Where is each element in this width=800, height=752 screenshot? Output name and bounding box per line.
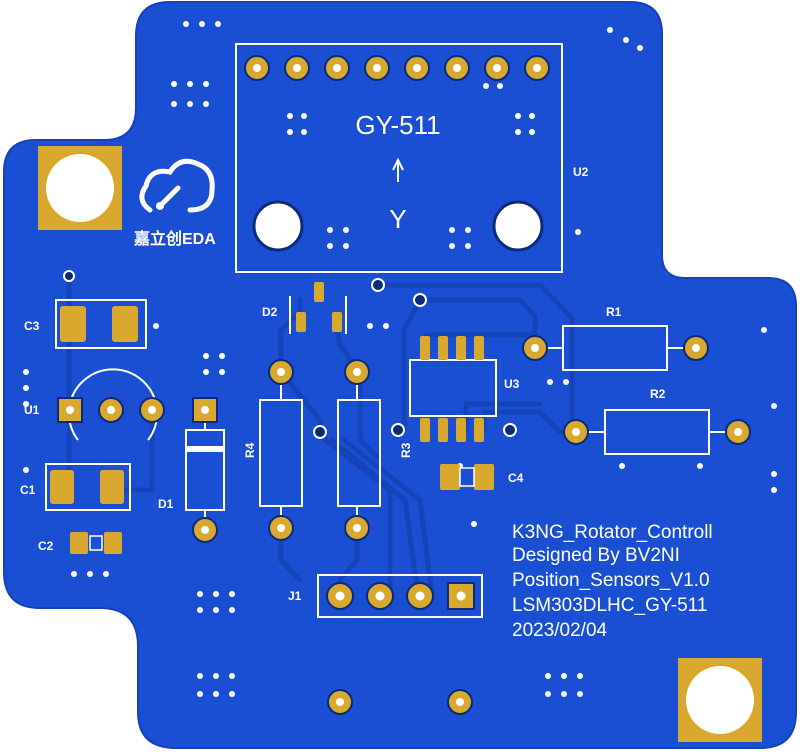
designator-d1: D1 — [158, 497, 174, 511]
designator-d2: D2 — [262, 305, 278, 319]
designator-u1: U1 — [24, 403, 40, 417]
board-info-text: K3NG_Rotator_Controll Designed By BV2NI … — [512, 522, 713, 641]
info-line-5: 2023/02/04 — [512, 620, 608, 641]
designator-u3: U3 — [504, 377, 520, 391]
mounting-hole-bottom-right — [678, 658, 762, 742]
designator-r2: R2 — [650, 387, 666, 401]
mounting-hole-top-left — [38, 146, 122, 230]
resistor-r2 — [563, 409, 751, 455]
capacitor-c4 — [440, 464, 494, 490]
diode-d1 — [185, 397, 225, 543]
designator-r4: R4 — [243, 442, 257, 458]
diode-d2 — [289, 282, 347, 334]
resistor-r4 — [259, 359, 303, 541]
capacitor-c3 — [55, 299, 147, 349]
designator-c3: C3 — [24, 319, 40, 333]
gy511-module-footprint: GY-511 Y — [235, 43, 563, 273]
logo-text: 嘉立创EDA — [133, 229, 216, 248]
designator-c4: C4 — [508, 471, 524, 485]
vias — [63, 270, 517, 439]
axis-label: Y — [389, 204, 406, 234]
info-line-2: Designed By BV2NI — [512, 545, 680, 566]
resistor-r3 — [337, 359, 381, 541]
board-outline — [3, 1, 797, 749]
connector-j1 — [317, 574, 483, 618]
capacitor-c1 — [45, 463, 131, 511]
info-line-4: LSM303DLHC_GY-511 — [512, 595, 707, 616]
regulator-u1 — [57, 368, 165, 441]
designator-r1: R1 — [606, 305, 622, 319]
capacitor-c2 — [70, 532, 122, 554]
designator-r3: R3 — [399, 442, 413, 458]
designator-c1: C1 — [20, 483, 36, 497]
cloud-eda-icon — [139, 158, 215, 213]
module-name: GY-511 — [355, 110, 440, 140]
info-line-3: Position_Sensors_V1.0 — [512, 570, 710, 591]
bottom-pads — [327, 689, 473, 715]
resistor-r1 — [522, 325, 709, 371]
arrow-up-icon — [392, 157, 404, 182]
designator-j1: J1 — [288, 589, 302, 603]
ic-u3 — [409, 336, 497, 442]
designator-c2: C2 — [38, 539, 54, 553]
info-line-1: K3NG_Rotator_Controll — [512, 522, 713, 543]
designator-u2: U2 — [573, 165, 589, 179]
